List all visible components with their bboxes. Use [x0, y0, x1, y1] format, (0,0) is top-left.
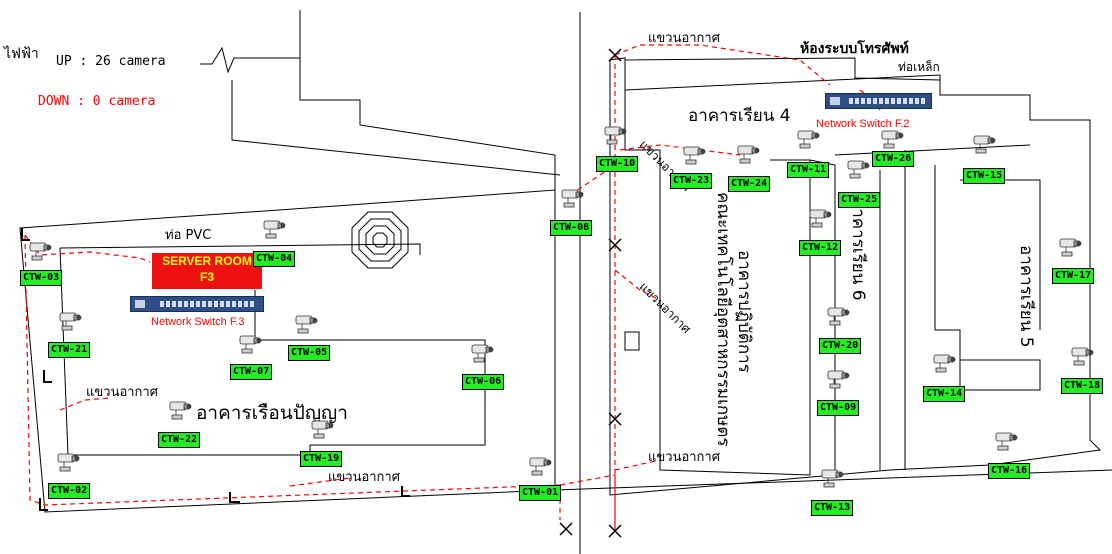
camera-tag-ctw-19[interactable]: CTW-19	[300, 451, 343, 467]
camera-tag-ctw-14[interactable]: CTW-14	[923, 386, 966, 402]
camera-tag-ctw-05[interactable]: CTW-05	[288, 345, 331, 361]
label-building-4: อาคารเรียน 4	[688, 106, 791, 126]
camera-icon[interactable]	[603, 124, 629, 146]
label-steel-pipe: ท่อเหล็ก	[898, 60, 940, 74]
camera-icon[interactable]	[238, 333, 264, 355]
power-label: ไฟฟ้า	[4, 46, 39, 62]
camera-icon[interactable]	[736, 143, 762, 165]
camera-tag-ctw-10[interactable]: CTW-10	[596, 156, 639, 172]
camera-icon[interactable]	[826, 368, 852, 390]
camera-tag-ctw-15[interactable]: CTW-15	[963, 168, 1006, 184]
camera-tag-ctw-03[interactable]: CTW-03	[20, 270, 63, 286]
camera-tag-ctw-11[interactable]: CTW-11	[787, 162, 830, 178]
camera-tag-ctw-12[interactable]: CTW-12	[799, 240, 842, 256]
camera-icon[interactable]	[972, 133, 998, 155]
camera-icon[interactable]	[310, 418, 336, 440]
camera-tag-ctw-17[interactable]: CTW-17	[1052, 268, 1095, 284]
label-pvc-pipe: ท่อ PVC	[165, 228, 212, 243]
camera-icon[interactable]	[560, 187, 586, 209]
camera-tag-ctw-24[interactable]: CTW-24	[728, 176, 771, 192]
camera-icon[interactable]	[846, 158, 872, 180]
server-room-floor: F3	[199, 270, 214, 284]
camera-icon[interactable]	[56, 451, 82, 473]
server-room-title: SERVER ROOM	[162, 254, 252, 268]
camera-tag-ctw-22[interactable]: CTW-22	[158, 432, 201, 448]
camera-icon[interactable]	[1058, 236, 1084, 258]
camera-icon[interactable]	[994, 430, 1020, 452]
camera-tag-ctw-23[interactable]: CTW-23	[670, 173, 713, 189]
switch-f2-label: Network Switch F.2	[816, 118, 910, 130]
camera-tag-ctw-09[interactable]: CTW-09	[817, 400, 860, 416]
server-room-box	[152, 253, 262, 289]
camera-icon[interactable]	[470, 342, 496, 364]
label-phone-room: ห้องระบบโทรศัพท์	[800, 41, 909, 57]
camera-tag-ctw-04[interactable]: CTW-04	[253, 251, 296, 267]
network-switch-f2[interactable]	[825, 93, 932, 109]
camera-icon[interactable]	[28, 240, 54, 262]
label-air-hang-top: แขวนอากาศ	[648, 31, 720, 46]
label-air-hang-left: แขวนอากาศ	[86, 385, 158, 400]
camera-tag-ctw-06[interactable]: CTW-06	[462, 374, 505, 390]
camera-tag-ctw-21[interactable]: CTW-21	[48, 342, 91, 358]
camera-icon[interactable]	[932, 352, 958, 374]
camera-icon[interactable]	[262, 218, 288, 240]
camera-tag-ctw-20[interactable]: CTW-20	[819, 338, 862, 354]
camera-tag-ctw-08[interactable]: CTW-08	[550, 220, 593, 236]
camera-tag-ctw-26[interactable]: CTW-26	[872, 151, 915, 167]
camera-icon[interactable]	[168, 399, 194, 421]
network-switch-f3[interactable]	[130, 296, 264, 312]
camera-tag-ctw-07[interactable]: CTW-07	[230, 364, 273, 380]
camera-tag-ctw-01[interactable]: CTW-01	[519, 485, 562, 501]
label-building-5: อาคารเรียน 5	[1016, 245, 1036, 348]
camera-icon[interactable]	[528, 455, 554, 477]
camera-tag-ctw-13[interactable]: CTW-13	[811, 500, 854, 516]
camera-tag-ctw-18[interactable]: CTW-18	[1061, 378, 1104, 394]
camera-icon[interactable]	[796, 128, 822, 150]
switch-f3-label: Network Switch F.3	[151, 316, 245, 328]
camera-icon[interactable]	[820, 467, 846, 489]
camera-icon[interactable]	[682, 144, 708, 166]
label-workshop-line2: คณะเทคโนโลยีอุตสาหกรรมเกษตร	[713, 192, 733, 447]
camera-tag-ctw-16[interactable]: CTW-16	[988, 463, 1031, 479]
label-building-6: อาคารเรียน 6	[848, 198, 868, 301]
camera-icon[interactable]	[58, 310, 84, 332]
camera-icon[interactable]	[294, 313, 320, 335]
label-air-hang-bottom: แขวนอากาศ	[328, 470, 400, 485]
camera-tag-ctw-02[interactable]: CTW-02	[48, 483, 91, 499]
camera-icon[interactable]	[1070, 345, 1096, 367]
camera-icon[interactable]	[880, 128, 906, 150]
status-up: UP : 26 camera	[56, 54, 166, 69]
camera-tag-ctw-25[interactable]: CTW-25	[838, 192, 881, 208]
label-air-hang-low: แขวนอากาศ	[648, 450, 720, 465]
camera-icon[interactable]	[808, 207, 834, 229]
camera-icon[interactable]	[826, 305, 852, 327]
label-wisdom-building: อาคารเรือนปัญญา	[196, 402, 348, 424]
status-down: DOWN : 0 camera	[38, 94, 156, 109]
